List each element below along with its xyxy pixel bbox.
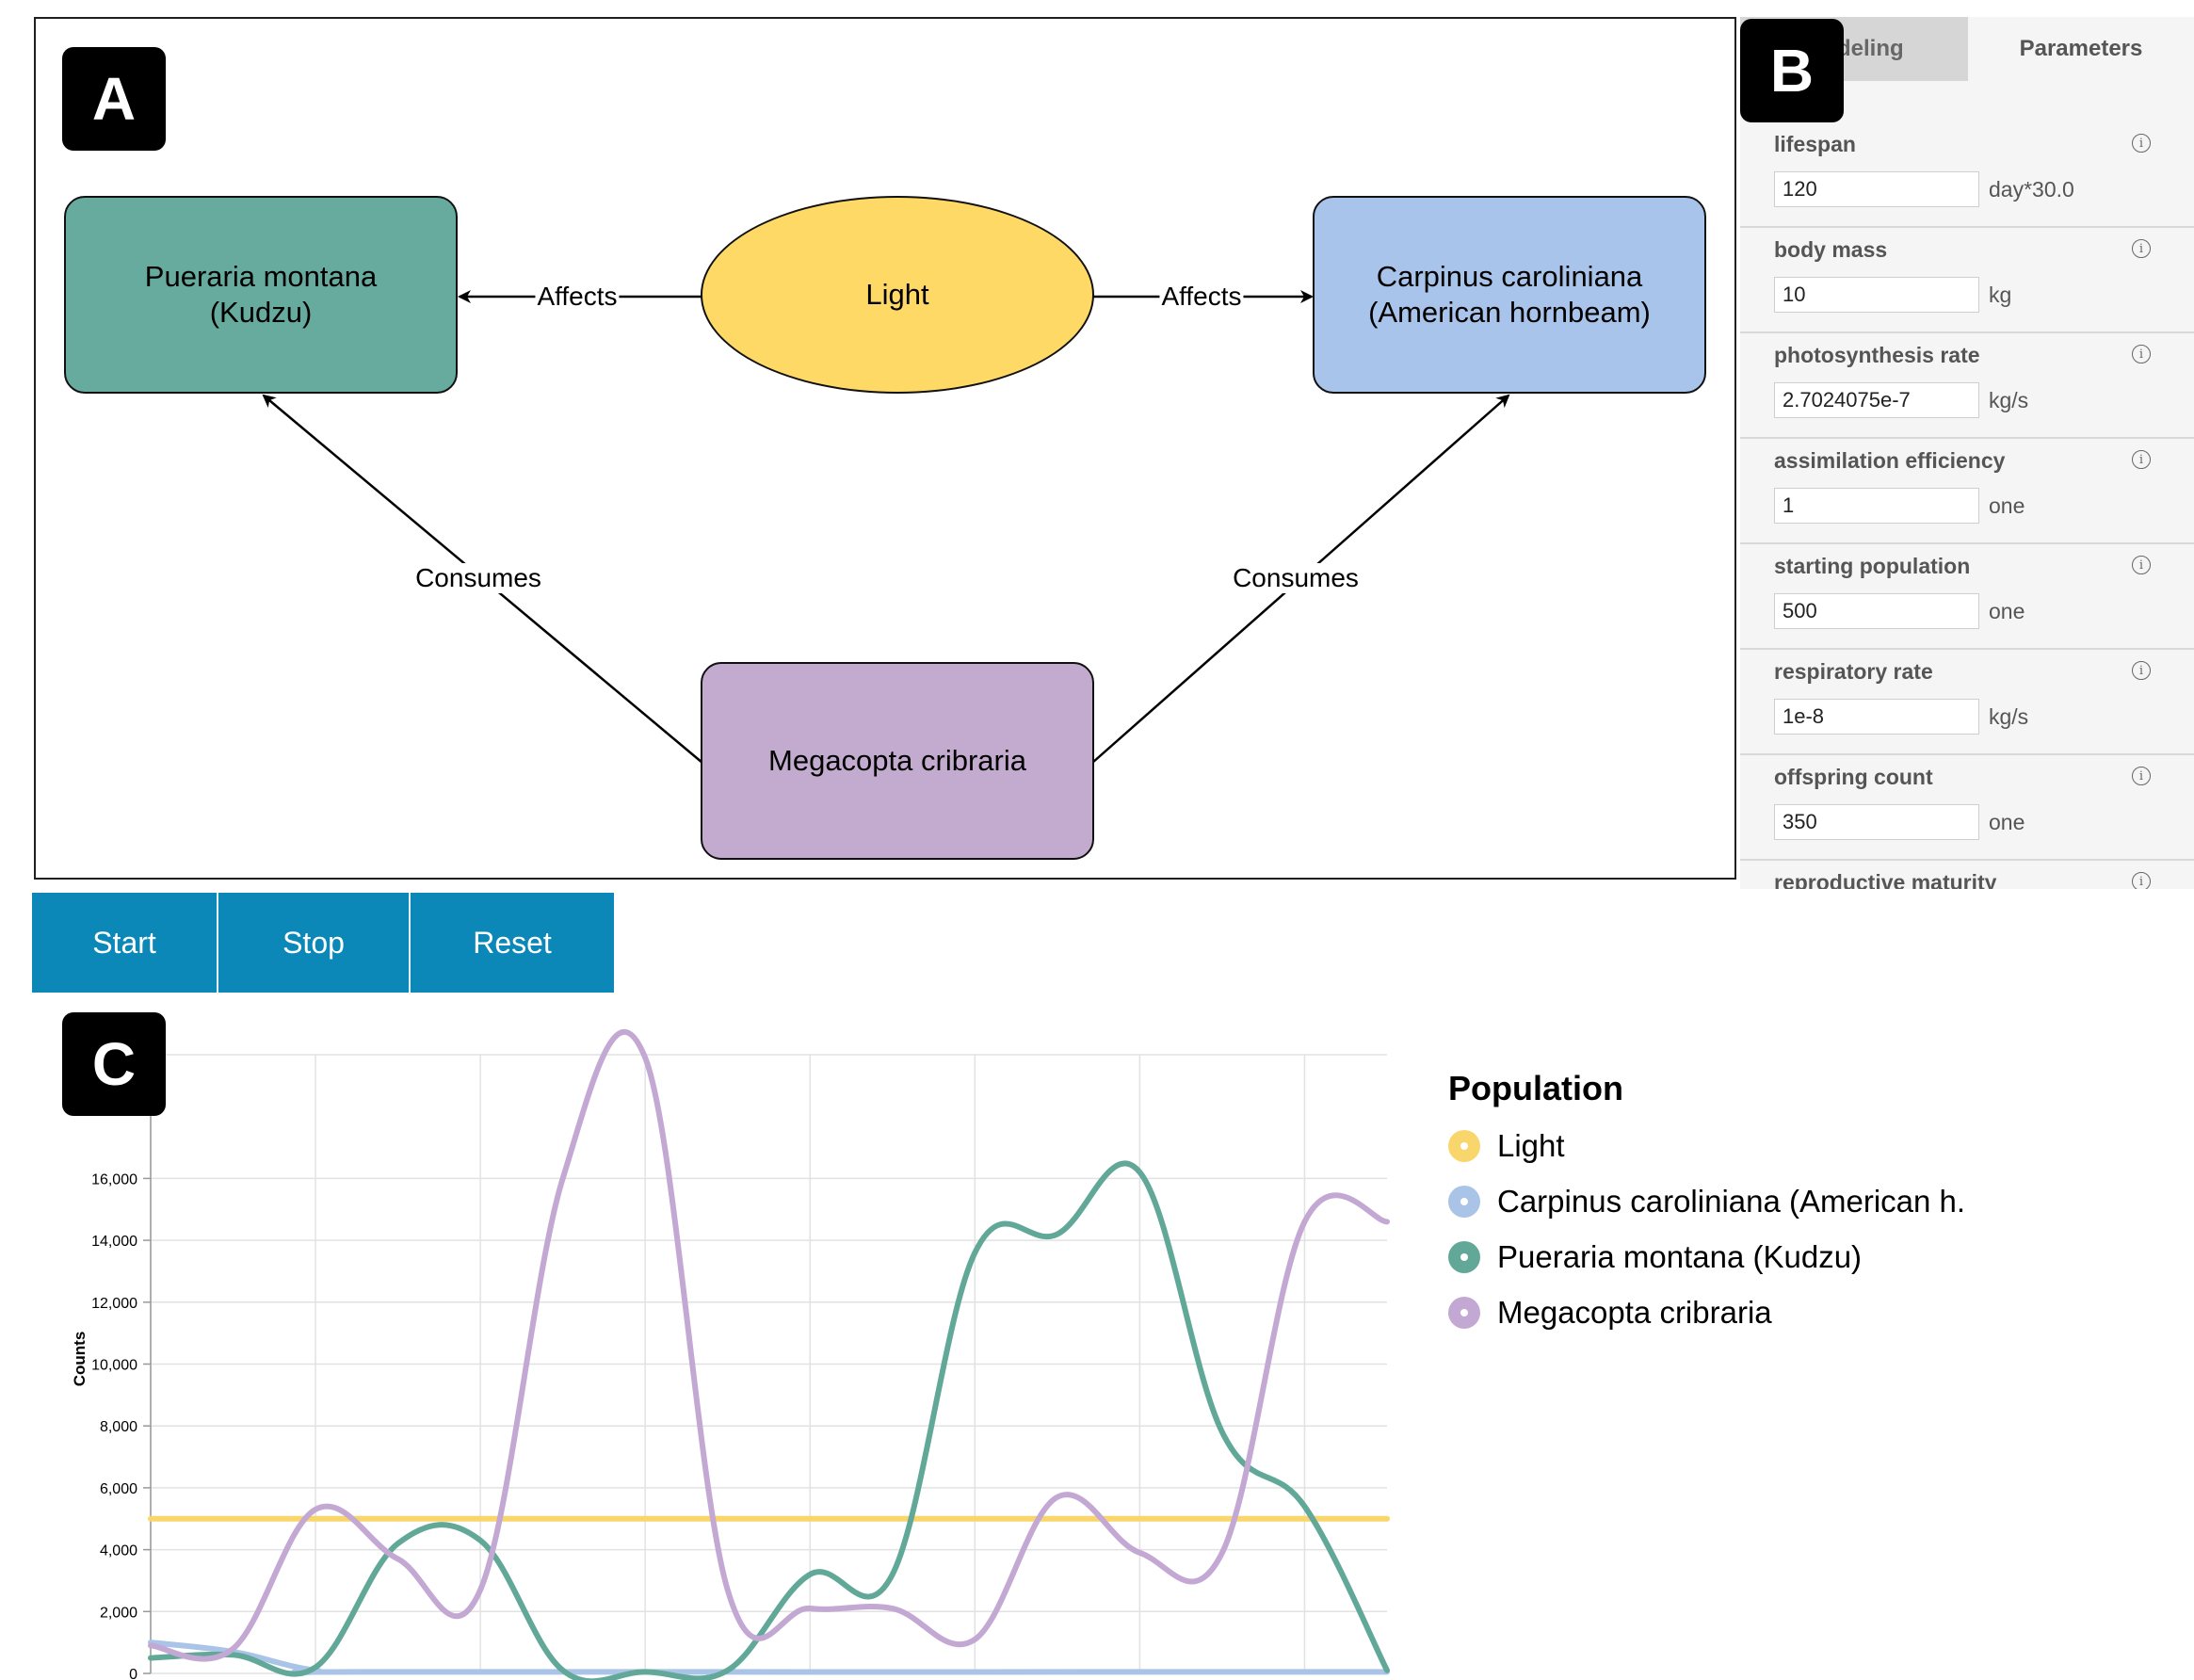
legend-item-kudzu[interactable]: Pueraria montana (Kudzu) (1448, 1229, 1965, 1284)
legend-item-hornbeam[interactable]: Carpinus caroliniana (American h. (1448, 1173, 1965, 1229)
series-megacopta (148, 1029, 1390, 1662)
lifespan-input[interactable] (1774, 171, 1979, 207)
starting-population-input[interactable] (1774, 593, 1979, 629)
param-label: body mass (1774, 237, 1888, 262)
start-button[interactable]: Start (32, 893, 218, 993)
param-unit: one (1989, 599, 2025, 623)
param-offspring-count: offspring count i one (1740, 755, 2194, 861)
param-label: assimilation efficiency (1774, 448, 2006, 473)
photosynthesis-rate-input[interactable] (1774, 382, 1979, 418)
y-tick-label: 6,000 (100, 1481, 137, 1497)
simulation-controls: Start Stop Reset (32, 893, 614, 993)
legend-marker-light (1448, 1129, 1480, 1162)
info-icon[interactable]: i (2132, 872, 2151, 889)
y-tick-label: 14,000 (91, 1234, 137, 1250)
legend-label: Megacopta cribraria (1497, 1294, 1772, 1330)
legend-item-megacopta[interactable]: Megacopta cribraria (1448, 1284, 1965, 1340)
info-icon[interactable]: i (2132, 767, 2151, 785)
y-tick-label: 16,000 (91, 1171, 137, 1187)
param-unit: one (1989, 810, 2025, 834)
y-tick-label: 0 (129, 1667, 137, 1680)
y-tick-label: 4,000 (100, 1543, 137, 1559)
legend-title: Population (1448, 1069, 1623, 1107)
panel-badge-a: A (62, 47, 166, 151)
relation-diagram: Pueraria montana (Kudzu) Light Carpinus … (34, 17, 1736, 880)
legend-label: Light (1497, 1127, 1565, 1163)
edge-label-consumes-kudzu: Consumes (413, 563, 543, 593)
param-assimilation-efficiency: assimilation efficiency i one (1740, 439, 2194, 544)
param-unit: kg/s (1989, 388, 2029, 412)
param-label: starting population (1774, 554, 1971, 578)
param-label: reproductive maturity (1774, 870, 1997, 889)
node-hornbeam[interactable]: Carpinus caroliniana (American hornbeam) (1313, 196, 1706, 394)
chart-legend: Population Light Carpinus caroliniana (A… (1448, 1069, 1965, 1340)
offspring-count-input[interactable] (1774, 804, 1979, 840)
chart-series (148, 1029, 1390, 1680)
tab-parameters[interactable]: Parameters (1968, 17, 2194, 81)
param-unit: kg (1989, 283, 2012, 307)
node-kudzu[interactable]: Pueraria montana (Kudzu) (64, 196, 458, 394)
y-tick-label: 12,000 (91, 1296, 137, 1312)
edge-label-affects-hornbeam: Affects (1159, 282, 1244, 312)
legend-label: Carpinus caroliniana (American h. (1497, 1183, 1966, 1219)
body-mass-input[interactable] (1774, 277, 1979, 313)
reset-button[interactable]: Reset (411, 893, 614, 993)
node-megacopta[interactable]: Megacopta cribraria (701, 662, 1094, 860)
param-unit: day*30.0 (1989, 177, 2074, 202)
param-label: offspring count (1774, 765, 1933, 789)
info-icon[interactable]: i (2132, 556, 2151, 574)
y-tick-label: 2,000 (100, 1605, 137, 1621)
panel-badge-b: B (1740, 19, 1844, 122)
param-label: lifespan (1774, 132, 1856, 156)
info-icon[interactable]: i (2132, 345, 2151, 363)
param-label: photosynthesis rate (1774, 343, 1980, 367)
edge-label-affects-kudzu: Affects (535, 282, 620, 312)
node-light[interactable]: Light (701, 196, 1094, 394)
y-axis-label: Counts (71, 1332, 89, 1387)
legend-item-light[interactable]: Light (1448, 1118, 1965, 1173)
legend-label: Pueraria montana (Kudzu) (1497, 1238, 1863, 1274)
series-kudzu (148, 1160, 1390, 1680)
param-unit: one (1989, 493, 2025, 518)
info-icon[interactable]: i (2132, 134, 2151, 153)
param-lifespan: lifespan i day*30.0 (1740, 122, 2194, 228)
param-label: respiratory rate (1774, 659, 1933, 684)
param-starting-population: starting population i one (1740, 544, 2194, 650)
legend-marker-hornbeam (1448, 1185, 1480, 1218)
population-chart: 0 2,000 4,000 6,000 8,000 10,000 12,000 14,000 1… (71, 1029, 1390, 1680)
respiratory-rate-input[interactable] (1774, 699, 1979, 735)
param-body-mass: body mass i kg (1740, 228, 2194, 333)
legend-marker-kudzu (1448, 1240, 1480, 1273)
stop-button[interactable]: Stop (218, 893, 411, 993)
info-icon[interactable]: i (2132, 450, 2151, 469)
param-respiratory-rate: respiratory rate i kg/s (1740, 650, 2194, 755)
assimilation-efficiency-input[interactable] (1774, 488, 1979, 524)
info-icon[interactable]: i (2132, 239, 2151, 258)
param-unit: kg/s (1989, 704, 2029, 729)
y-tick-label: 10,000 (91, 1358, 137, 1374)
y-axis: 0 2,000 4,000 6,000 8,000 10,000 12,000 14,000 1… (91, 1055, 152, 1680)
parameters-panel: Modeling Parameters lifespan i day*30.0 … (1740, 17, 2194, 889)
y-tick-label: 8,000 (100, 1419, 137, 1435)
param-reproductive-maturity: reproductive maturity i (1740, 861, 2194, 889)
info-icon[interactable]: i (2132, 661, 2151, 680)
legend-marker-megacopta (1448, 1296, 1480, 1329)
param-photosynthesis-rate: photosynthesis rate i kg/s (1740, 333, 2194, 439)
panel-badge-c: C (62, 1012, 166, 1116)
edge-label-consumes-hornbeam: Consumes (1231, 563, 1361, 593)
